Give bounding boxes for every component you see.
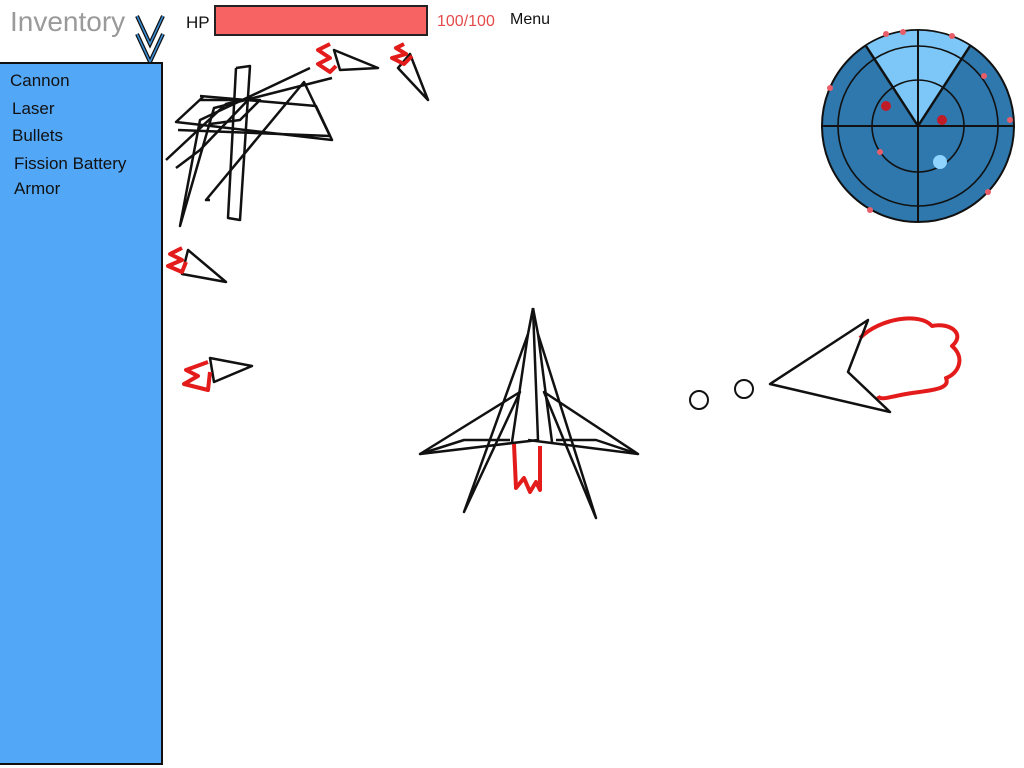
enemy-blip — [937, 115, 947, 125]
hp-bar — [214, 5, 428, 36]
enemy-blip — [1007, 117, 1013, 123]
player-ship[interactable] — [418, 307, 640, 520]
enemy-fighter[interactable] — [166, 246, 228, 284]
inventory-title: Inventory — [10, 6, 126, 37]
double-chevron-down-icon[interactable] — [134, 12, 166, 64]
menu-button[interactable]: Menu — [510, 11, 551, 28]
enemy-fighter[interactable] — [182, 356, 254, 392]
inventory-item-armor[interactable]: Armor — [14, 179, 61, 198]
ship-wreckage — [165, 64, 334, 228]
enemy-blip — [981, 73, 987, 79]
enemy-blip — [827, 85, 833, 91]
inventory-item-bullets[interactable]: Bullets — [12, 126, 64, 145]
enemy-blip — [985, 189, 991, 195]
enemy-blip — [881, 101, 891, 111]
enemy-fighter[interactable] — [316, 42, 380, 74]
inventory-item-cannon[interactable]: Cannon — [10, 71, 70, 90]
inventory-item-fission-battery[interactable]: Fission Battery — [14, 154, 127, 173]
enemy-fighter[interactable] — [390, 42, 430, 102]
player-blip — [933, 155, 947, 169]
inventory-panel — [0, 62, 163, 765]
projectile — [689, 390, 709, 410]
player-thruster — [512, 443, 542, 494]
enemy-blip — [883, 31, 889, 37]
inventory-item-laser[interactable]: Laser — [12, 99, 55, 118]
enemy-blip — [867, 207, 873, 213]
hp-bar-fill — [216, 7, 426, 34]
hp-label: HP — [186, 13, 210, 32]
enemy-cruiser[interactable] — [768, 316, 962, 414]
hp-value: 100/100 — [437, 13, 495, 30]
enemy-blip — [877, 149, 883, 155]
enemy-blip — [900, 29, 906, 35]
projectile — [734, 379, 754, 399]
radar-minimap[interactable] — [821, 29, 1015, 223]
enemy-blip — [949, 33, 955, 39]
